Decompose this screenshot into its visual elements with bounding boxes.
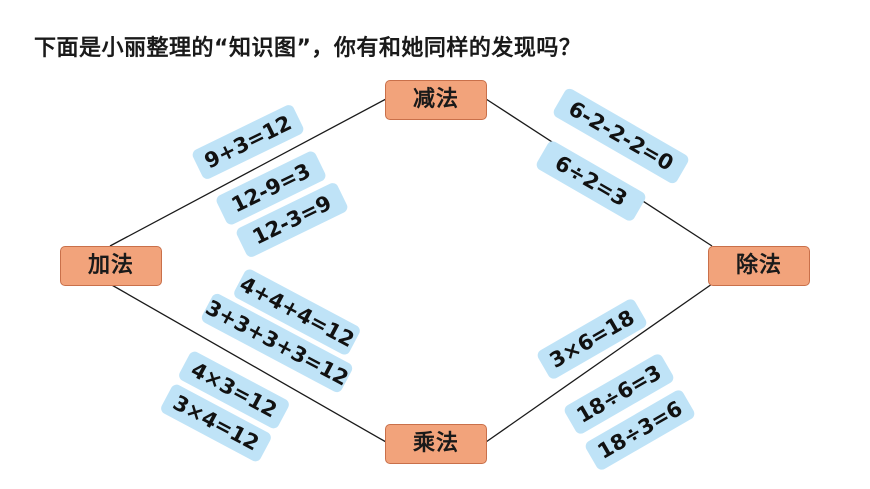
line-mul-div <box>485 283 713 443</box>
node-division: 除法 <box>708 246 810 286</box>
node-subtraction: 减法 <box>385 80 487 120</box>
node-addition: 加法 <box>60 246 162 286</box>
line-add-mul <box>109 283 387 443</box>
node-multiplication: 乘法 <box>385 424 487 464</box>
line-add-sub <box>109 98 387 247</box>
page-title: 下面是小丽整理的“知识图”，你有和她同样的发现吗？ <box>34 36 582 61</box>
